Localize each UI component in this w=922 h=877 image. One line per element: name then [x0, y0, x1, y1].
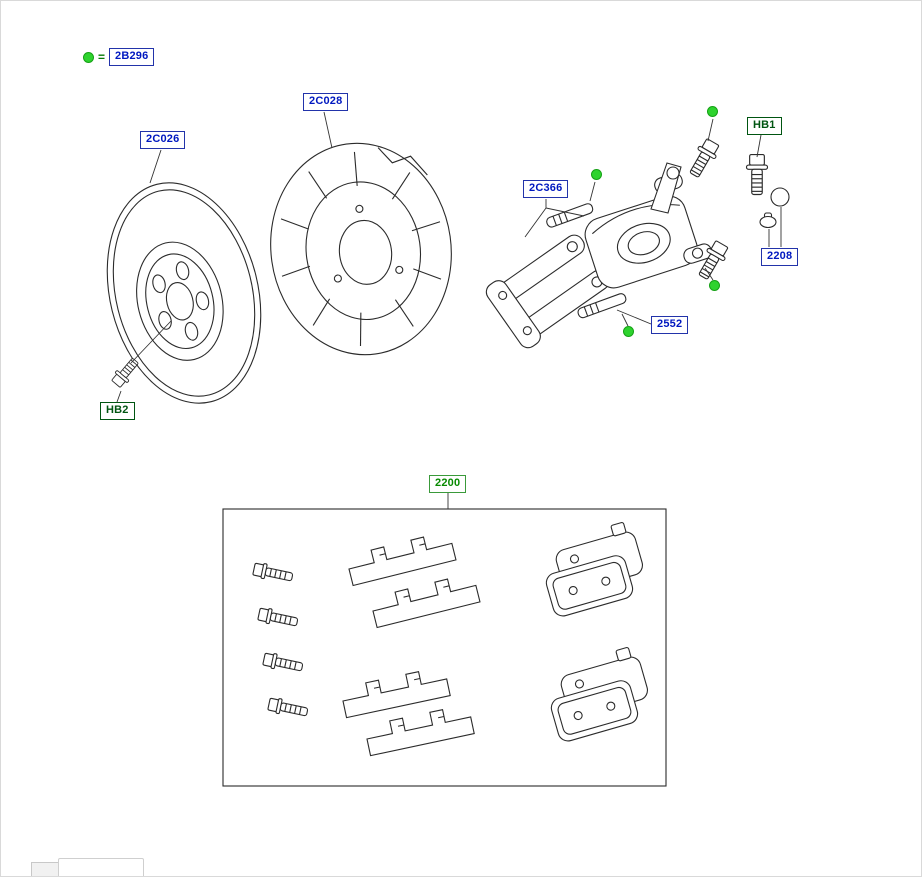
- leader-lines: [116, 111, 782, 509]
- legend: = 2B296: [83, 48, 155, 66]
- callout-2C366[interactable]: 2C366: [523, 180, 569, 198]
- legend-equals: =: [98, 50, 106, 64]
- caliper-bolt-upper-drawing: [684, 136, 723, 181]
- green-dot-icon: [623, 326, 634, 337]
- cap-bleeder-drawing: [759, 187, 790, 229]
- green-dot-icon: [707, 106, 718, 117]
- ui-artifact-small: [31, 862, 59, 876]
- kit-clips-drawing: [339, 530, 481, 757]
- kit-pads-drawing: [535, 519, 656, 744]
- green-dot-icon: [591, 169, 602, 180]
- callout-2C026[interactable]: 2C026: [140, 131, 186, 149]
- callout-2208[interactable]: 2208: [761, 248, 799, 266]
- caliper-arm-drawing: [650, 162, 682, 214]
- callout-2B296[interactable]: 2B296: [109, 48, 155, 66]
- hb1-bolt-drawing: [745, 154, 769, 196]
- callout-2C028[interactable]: 2C028: [303, 93, 349, 111]
- guide-pin-upper-drawing: [546, 203, 594, 228]
- caliper-bracket-drawing: [485, 234, 610, 349]
- ui-artifact-box: [58, 858, 144, 876]
- callout-HB2[interactable]: HB2: [100, 402, 135, 420]
- callout-2552[interactable]: 2552: [651, 316, 689, 334]
- callout-2200[interactable]: 2200: [429, 475, 467, 493]
- splash-shield-drawing: [270, 142, 452, 356]
- kit-bolts-drawing: [251, 561, 310, 720]
- green-dot-icon: [83, 51, 94, 63]
- guide-pin-lower-drawing: [577, 293, 627, 319]
- callout-HB1[interactable]: HB1: [747, 117, 782, 135]
- kit-box-drawing: [222, 508, 667, 787]
- green-dot-icon: [709, 280, 720, 291]
